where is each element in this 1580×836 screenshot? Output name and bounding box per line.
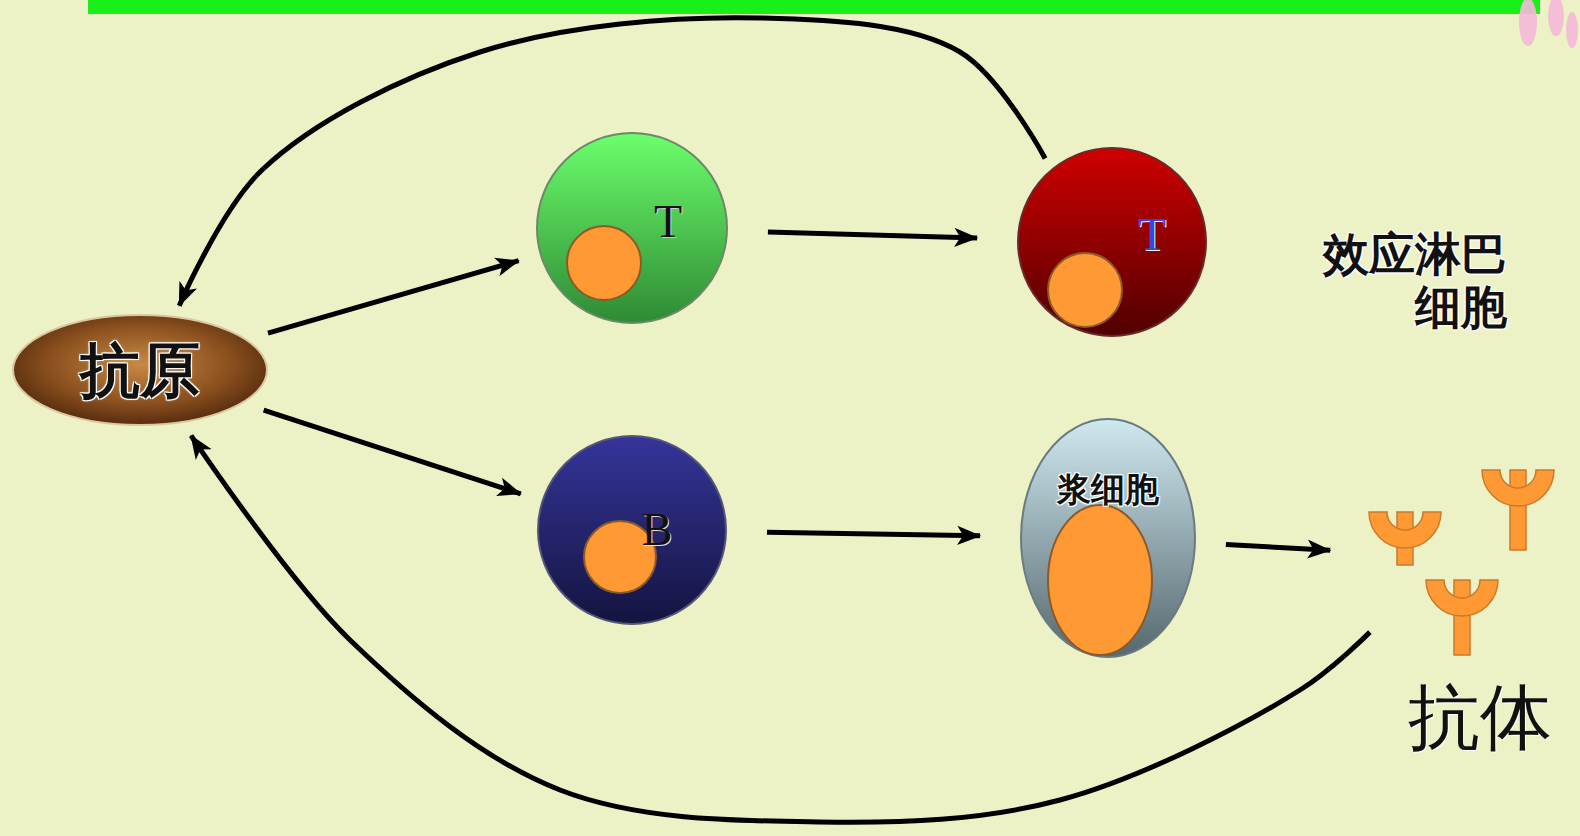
cell-shape (537, 435, 727, 625)
antibody-label: 抗体 (1408, 677, 1552, 760)
cell-shape (536, 132, 728, 324)
arrow-connector (767, 532, 980, 536)
arrow-connector (191, 436, 1370, 823)
flower-decoration (1519, 0, 1578, 48)
arrow-connector (264, 410, 521, 494)
cell-heading: 效应淋巴 细胞 (1275, 228, 1507, 334)
cell-shape (1017, 147, 1207, 337)
cell-letter: B (642, 504, 673, 557)
antibody-icon (1482, 470, 1554, 550)
antibody-icon (1369, 512, 1441, 565)
cell-letter: T (1138, 209, 1166, 262)
title-bar (88, 0, 1540, 14)
effector-t-cell-circle: T效应淋巴 细胞 (1017, 147, 1207, 337)
nucleus (567, 226, 641, 300)
nucleus (1048, 253, 1122, 327)
cell-body (1021, 419, 1195, 657)
b-cell-circle: B (537, 435, 727, 625)
arrow-connector (1226, 545, 1330, 551)
arrow-connector (268, 261, 519, 333)
antibody-group: 抗体 (1360, 455, 1560, 660)
nucleus (1048, 505, 1152, 655)
antigen-label: 抗原 (80, 336, 200, 405)
arrow-connector (768, 232, 977, 238)
antibody-icon (1426, 580, 1498, 655)
cell-letter: T (654, 196, 682, 249)
cell-body (537, 133, 727, 323)
plasma-label: 浆细胞 (1057, 470, 1159, 509)
cell-body (538, 436, 726, 624)
antigen-ellipse: 抗原 (12, 314, 268, 426)
plasma-cell-ellipse: 浆细胞 (1020, 418, 1196, 658)
t-cell-circle: T (536, 132, 728, 324)
cell-body (13, 315, 267, 425)
cell-shape (1360, 455, 1560, 660)
cell-shape (1020, 418, 1196, 658)
cell-body (1018, 148, 1206, 336)
